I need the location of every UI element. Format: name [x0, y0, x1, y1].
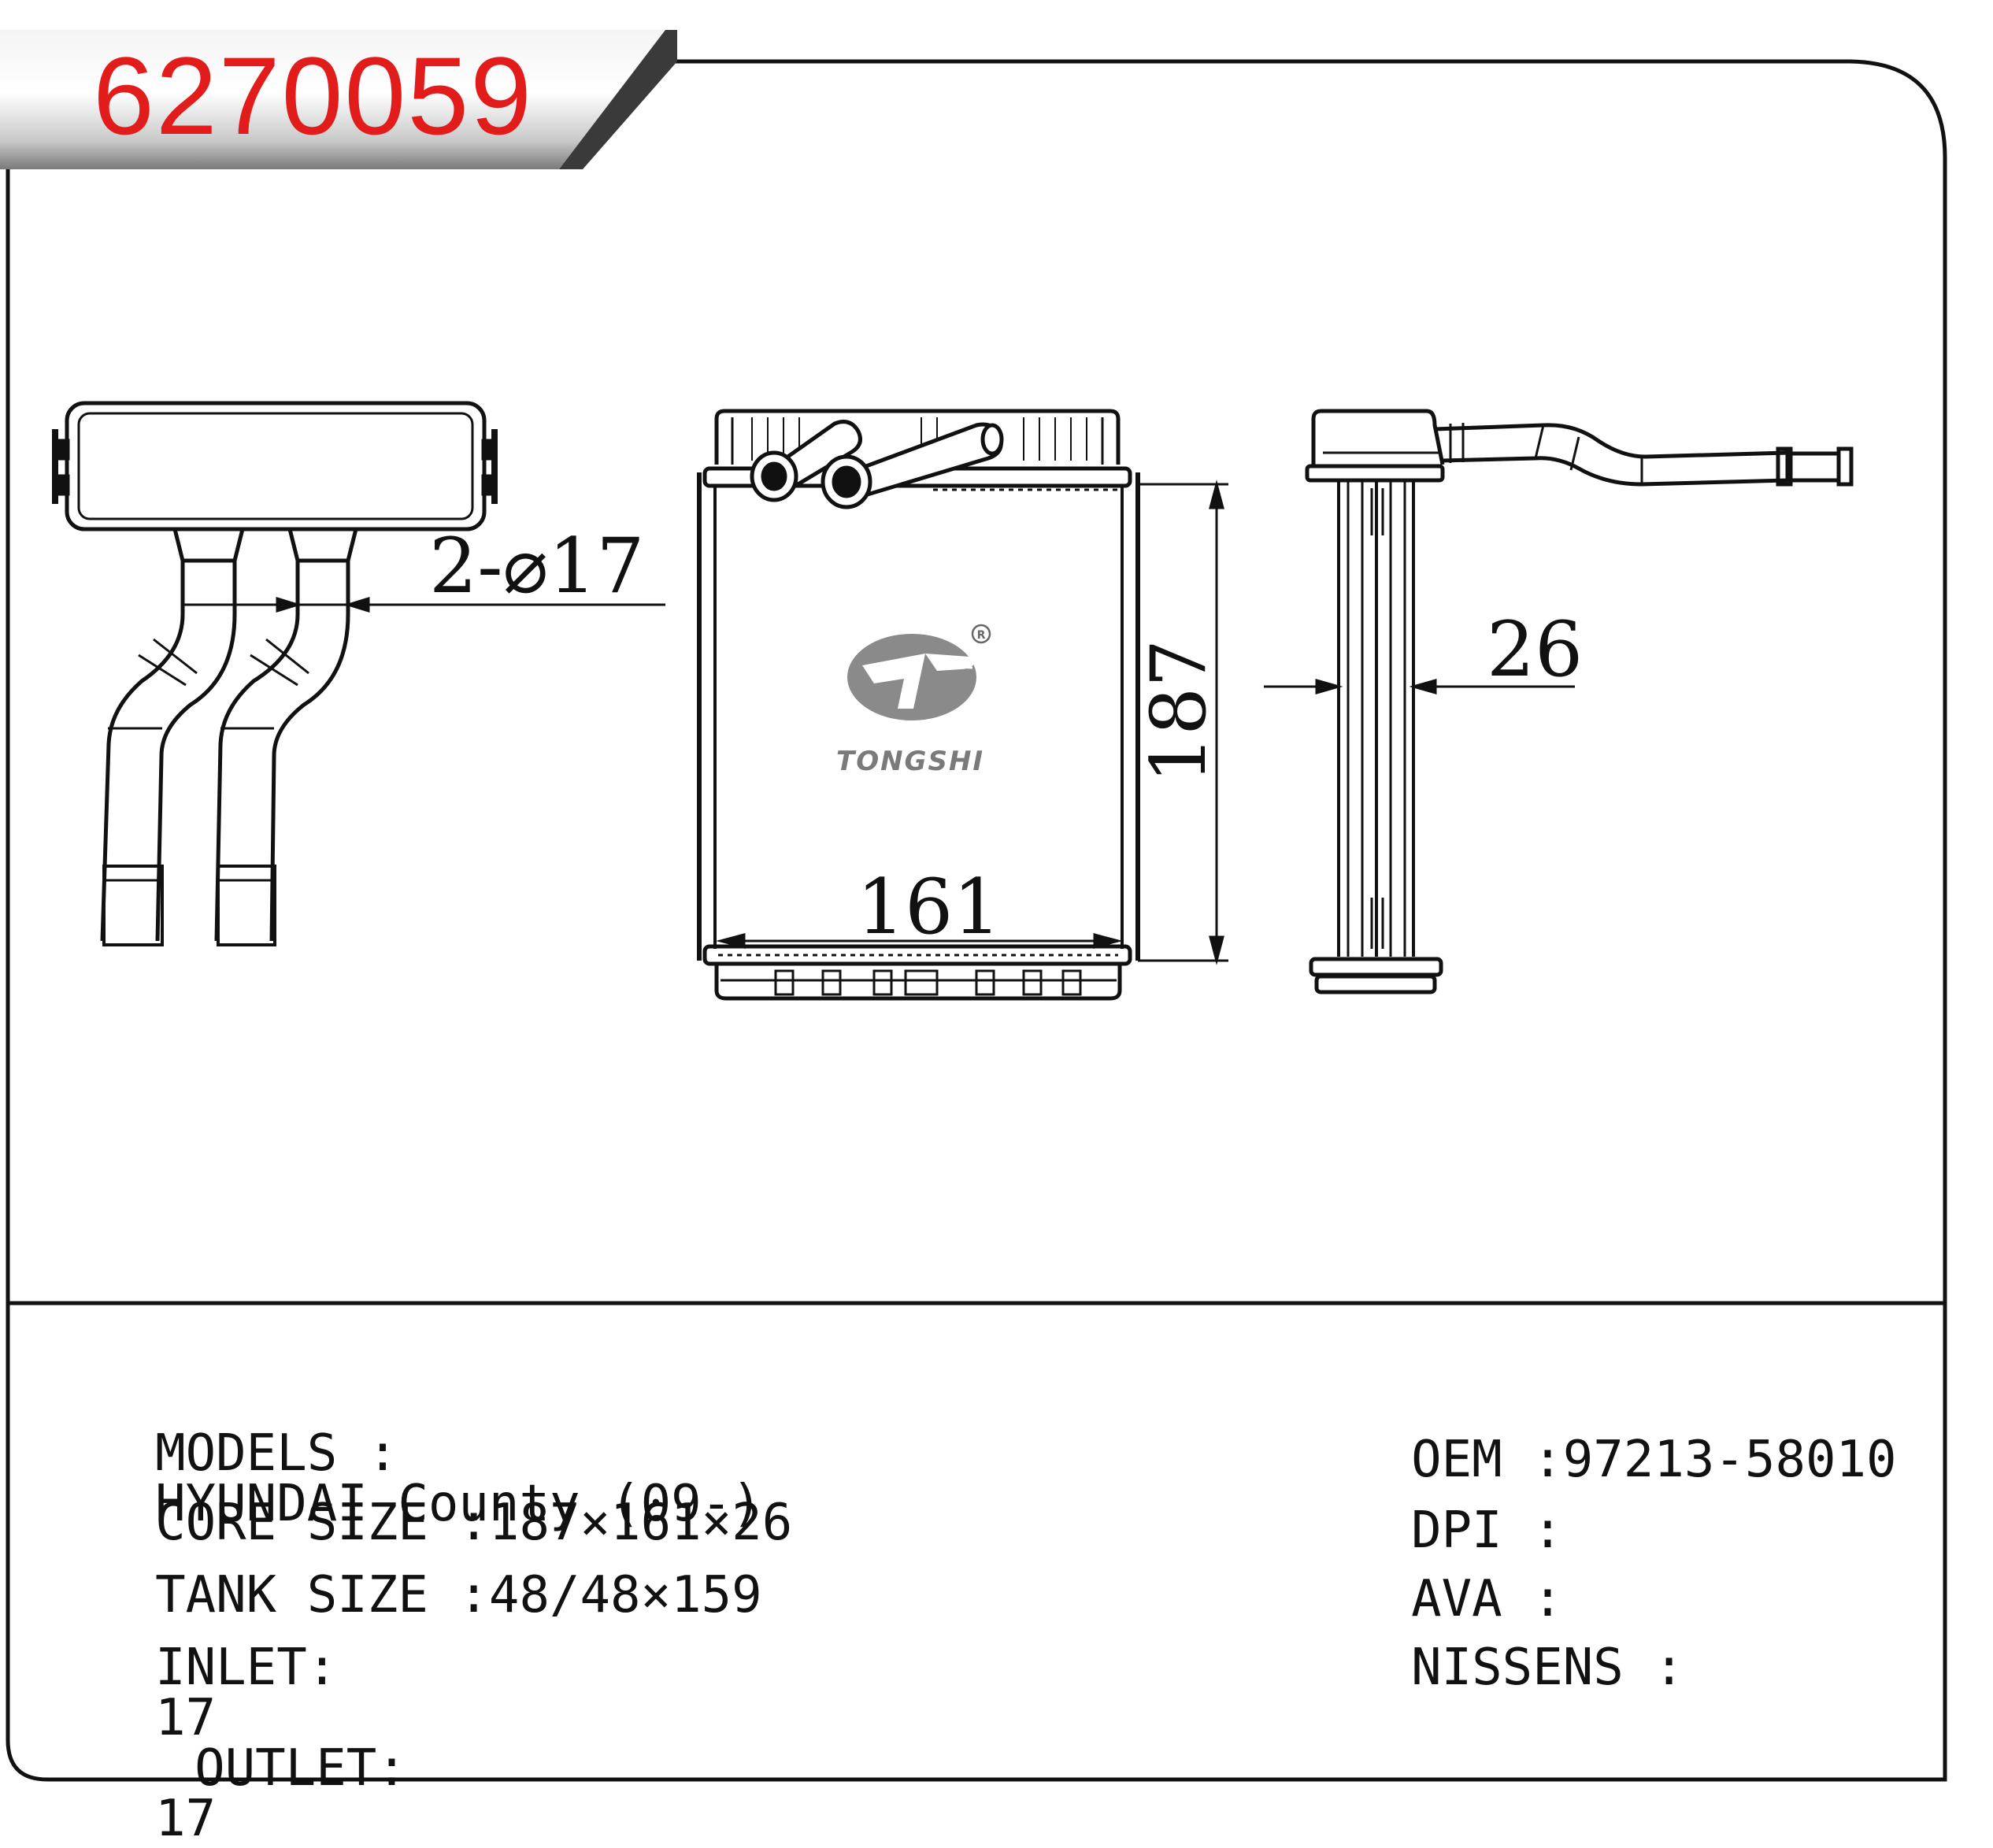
brand-name: TONGSHI — [836, 746, 984, 777]
oem-row: OEM :97213-58010 — [1350, 1384, 1897, 1485]
front-view — [697, 409, 1140, 1001]
drawing-sheet: 2-⌀17 — [0, 30, 1947, 1782]
nissens-label: NISSENS : — [1411, 1639, 1684, 1697]
brand-logo: R TONGSHI — [836, 624, 991, 777]
svg-text:R: R — [977, 629, 986, 642]
models-row: MODELS : HYUNDAI County (09-) — [94, 1378, 762, 1529]
tank-size-row: TANK SIZE :48/48×159 — [94, 1520, 762, 1620]
pipe-dimension-label: 2-⌀17 — [429, 522, 644, 610]
thickness-dimension — [1264, 679, 1575, 694]
thickness-dimension-label: 26 — [1487, 606, 1583, 694]
inlet-value: 17 — [155, 1689, 217, 1747]
core-size-label: CORE SIZE : — [155, 1494, 489, 1552]
oem-label: OEM : — [1411, 1431, 1563, 1489]
core-size-value: 187×161×26 — [488, 1494, 793, 1552]
height-dimension — [1138, 480, 1228, 965]
inlet-outlet-row: INLET: 17 OUTLET: 17 — [94, 1592, 407, 1844]
width-dimension-label: 161 — [857, 863, 1001, 951]
part-number: 6270059 — [93, 34, 534, 157]
height-dimension-label: 187 — [1135, 639, 1223, 783]
outlet-value: 17 — [155, 1790, 217, 1848]
side-view — [1305, 409, 1854, 994]
title-banner — [0, 30, 665, 169]
inlet-label: INLET: — [155, 1639, 338, 1697]
outlet-label: OUTLET: — [194, 1739, 407, 1798]
oem-value: 97213-58010 — [1562, 1431, 1897, 1489]
fin-edge-pattern — [718, 488, 1118, 957]
top-view — [52, 401, 498, 946]
models-value: HYUNDAI County (09-) — [155, 1475, 762, 1533]
dpi-label: DPI : — [1411, 1502, 1563, 1560]
nissens-row: NISSENS : — [1350, 1592, 1684, 1693]
sheet-frame — [6, 59, 1947, 1782]
core-size-row: CORE SIZE :187×161×26 — [94, 1447, 792, 1548]
width-dimension — [716, 933, 1123, 949]
title-banner-edge — [559, 30, 677, 169]
ava-row: AVA : — [1350, 1524, 1563, 1624]
tank-size-value: 48/48×159 — [488, 1566, 762, 1624]
tank-size-label: TANK SIZE : — [155, 1566, 489, 1624]
models-label: MODELS : — [155, 1424, 398, 1483]
ava-label: AVA : — [1411, 1570, 1563, 1628]
dpi-row: DPI : — [1350, 1455, 1563, 1556]
pipe-dimension — [235, 596, 665, 613]
